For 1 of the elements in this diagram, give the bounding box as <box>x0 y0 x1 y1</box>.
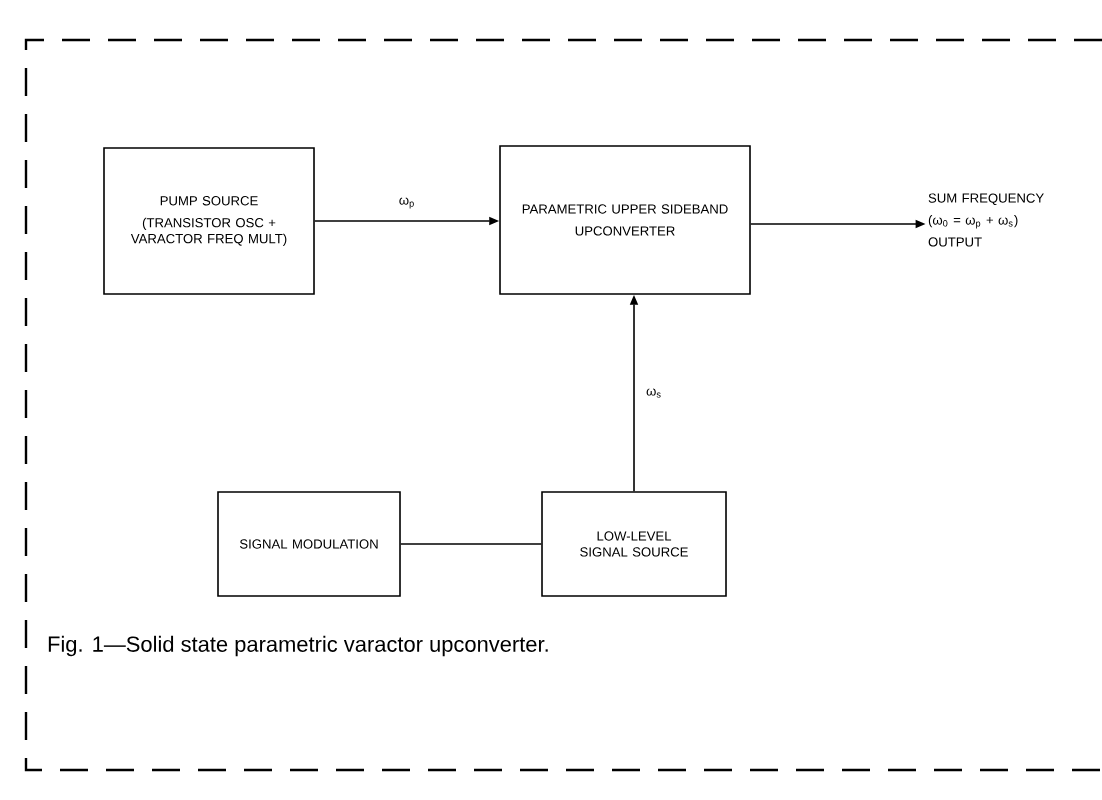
caption: Fig. 1—Solid state parametric varactor upconverter. <box>48 635 548 657</box>
